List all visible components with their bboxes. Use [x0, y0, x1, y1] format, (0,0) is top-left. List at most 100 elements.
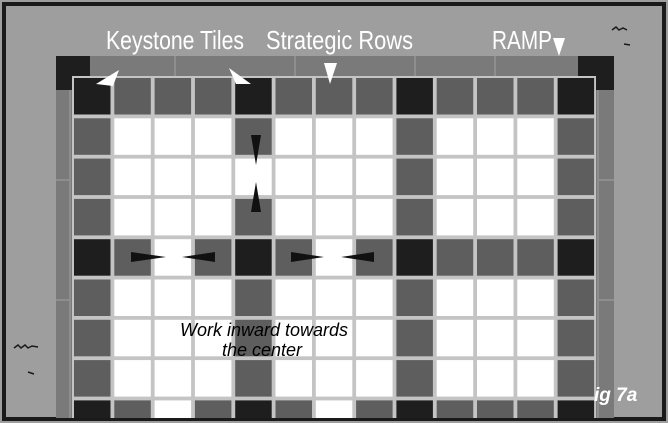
field-tile [114, 360, 151, 397]
arrow-right-icon [291, 252, 324, 262]
strategic-row-tile [396, 118, 433, 155]
field-tile [154, 400, 192, 418]
strategic-row-tile [436, 400, 474, 418]
keystone-tile [235, 400, 272, 418]
strategic-row-tile [275, 78, 312, 115]
field-tile [154, 360, 192, 397]
strategic-row-tile [557, 198, 595, 236]
keystone-pointer-left [96, 70, 119, 86]
strategic-row-tile [396, 319, 433, 357]
strategic-row-tile [436, 78, 474, 115]
field-tile [114, 319, 151, 357]
field-tile [477, 158, 514, 196]
arrow-right-icon [131, 252, 166, 262]
strategic-row-tile [194, 400, 232, 418]
keystone-pointer-right [229, 68, 251, 84]
field-tile [436, 118, 474, 155]
strategic-row-tile [517, 78, 554, 115]
strategic-row-tile [396, 158, 433, 196]
field-tile [154, 198, 192, 236]
strategic-row-tile [114, 78, 151, 115]
field-tile [356, 158, 393, 196]
field-tile [436, 319, 474, 357]
strategic-row-tile [154, 78, 192, 115]
ramp-pointer [553, 38, 565, 56]
keystone-tile [396, 78, 433, 115]
field-tile [275, 158, 312, 196]
strategic-row-tile [557, 279, 595, 316]
field-tile [315, 198, 353, 236]
field-tile [194, 279, 232, 316]
scribble-top-right-2 [623, 43, 631, 46]
arrow-left-icon [182, 252, 215, 262]
field-tile [114, 198, 151, 236]
strategic-row-tile [74, 319, 111, 357]
instruction-line-1: Work inward towards [180, 320, 348, 340]
strategic-row-tile [396, 360, 433, 397]
strategic-row-tile [235, 279, 272, 316]
strategic-row-tile [74, 360, 111, 397]
strategic-row-tile [396, 279, 433, 316]
field-tile [154, 158, 192, 196]
field-tile [114, 158, 151, 196]
strategic-row-tile [557, 158, 595, 196]
field-tile [114, 118, 151, 155]
field-tile [517, 158, 554, 196]
scribble-left-2 [27, 371, 35, 375]
strategic-row-tile [477, 78, 514, 115]
strategic-row-tile [235, 319, 272, 357]
field-tile [477, 198, 514, 236]
keystone-tile [74, 239, 111, 276]
field-tile [477, 319, 514, 357]
field-tile [477, 279, 514, 316]
field-tile [275, 198, 312, 236]
field-tile [114, 279, 151, 316]
arrow-up-icon [251, 182, 261, 212]
field-tile [275, 360, 312, 397]
field-tile [275, 279, 312, 316]
strategic-rows-label: Strategic Rows [266, 25, 413, 55]
field-tile [275, 319, 312, 357]
strategic-row-tile [356, 78, 393, 115]
field-tile [517, 360, 554, 397]
strategic-rows-pointer [324, 63, 337, 84]
strategic-row-tile [557, 118, 595, 155]
field-tile [315, 158, 353, 196]
ramp-label: RAMP [492, 25, 552, 55]
strategic-row-tile [436, 239, 474, 276]
field-tile [315, 400, 353, 418]
scribble-marks [13, 26, 631, 375]
keystone-tile [557, 400, 595, 418]
keystone-tile [557, 78, 595, 115]
field-tile [517, 118, 554, 155]
label-pointers [96, 38, 565, 86]
field-tile [517, 319, 554, 357]
strategic-row-tile [114, 400, 151, 418]
field-tile [154, 279, 192, 316]
field-tile [436, 360, 474, 397]
keystone-tiles-label: Keystone Tiles [106, 25, 244, 55]
field-tile [436, 279, 474, 316]
strategic-row-tile [517, 400, 554, 418]
strategic-row-tile [74, 198, 111, 236]
field-tile [154, 319, 192, 357]
arrow-down-icon [251, 135, 261, 165]
strategic-row-tile [74, 279, 111, 316]
field-tile [436, 198, 474, 236]
field-tile [235, 158, 272, 196]
field-tile [356, 319, 393, 357]
tile-grid [74, 78, 595, 418]
strategic-row-tile [396, 198, 433, 236]
strategic-row-tile [557, 319, 595, 357]
field-tile [315, 118, 353, 155]
strategic-row-tile [275, 400, 312, 418]
keystone-tile [396, 239, 433, 276]
instruction-line-2: the center [222, 340, 303, 360]
figure-caption: ig 7a [594, 385, 638, 406]
scribble-top-right [611, 26, 628, 31]
field-tile [356, 118, 393, 155]
field-tile [194, 158, 232, 196]
field-tile [356, 279, 393, 316]
field-tile [194, 118, 232, 155]
